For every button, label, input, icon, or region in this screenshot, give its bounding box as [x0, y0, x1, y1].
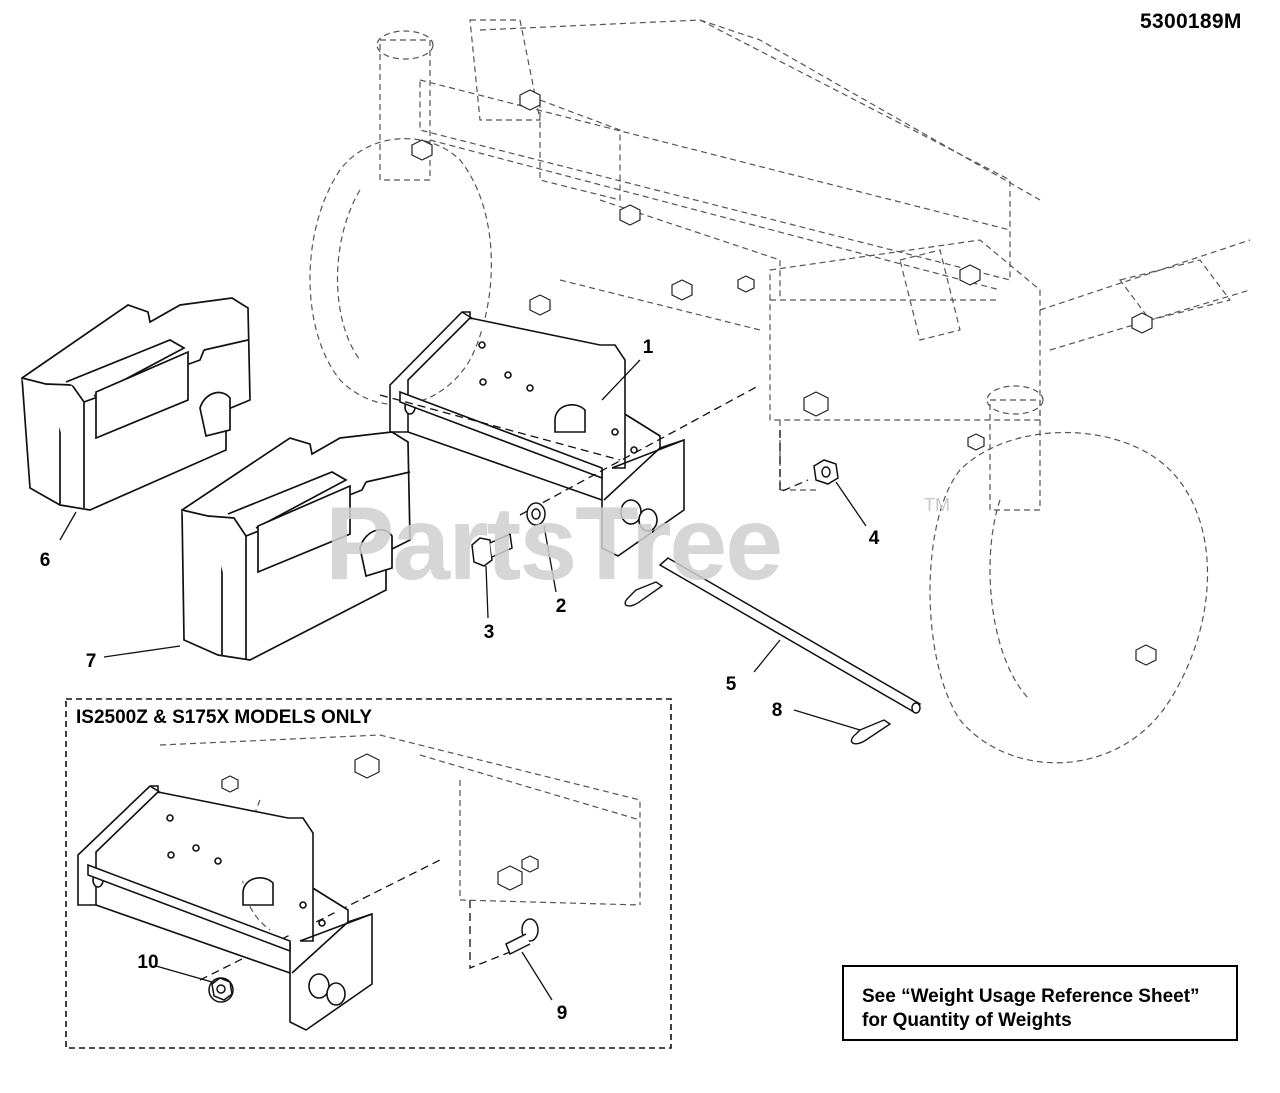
callout-7: 7	[85, 651, 97, 672]
weight-pin	[658, 557, 922, 714]
callout-4: 4	[868, 528, 880, 549]
watermark: PartsTree	[325, 486, 783, 602]
callout-2: 2	[555, 596, 567, 617]
inset-hardware	[221, 753, 539, 891]
hairpin-clip	[624, 581, 892, 745]
diagram-number: 5300189M	[1140, 10, 1242, 33]
inset-title: IS2500Z & S175X MODELS ONLY	[76, 707, 373, 728]
weight-usage-note: See “Weight Usage Reference Sheet” for Q…	[842, 965, 1238, 1041]
callout-6: 6	[39, 550, 51, 571]
mower-frame-phantom	[309, 19, 1251, 764]
suitcase-weight-front	[181, 431, 411, 661]
weight-bracket-alt	[77, 785, 373, 1031]
callout-3: 3	[483, 622, 495, 643]
callout-1: 1	[642, 337, 654, 358]
callout-5: 5	[725, 674, 737, 695]
inset-box	[65, 698, 672, 1049]
note-line-1: See “Weight Usage Reference Sheet”	[862, 986, 1200, 1007]
washer	[526, 502, 546, 526]
flange-nut	[208, 977, 234, 1003]
carriage-bolt	[505, 918, 539, 956]
callout-8: 8	[771, 700, 783, 721]
hex-bolt	[471, 532, 513, 567]
callout-10: 10	[137, 952, 159, 973]
trademark-mark: TM	[924, 495, 950, 515]
leader-lines	[59, 359, 867, 1001]
note-line-2: for Quantity of Weights	[862, 1010, 1072, 1031]
frame-hardware	[411, 89, 1157, 666]
hex-nut	[813, 459, 839, 485]
callout-9: 9	[556, 1003, 568, 1024]
suitcase-weight-rear	[21, 297, 251, 511]
